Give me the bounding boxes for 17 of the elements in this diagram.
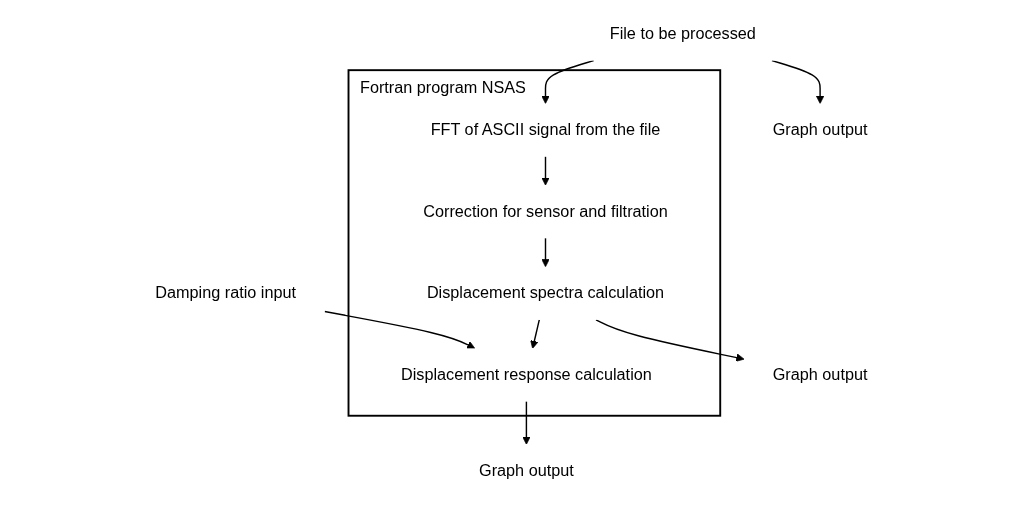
node-text: Displacement response calculation: [400, 365, 652, 384]
arrow: [521, 400, 531, 445]
node-text: FFT of ASCII signal from the file: [430, 120, 660, 139]
node-text: File to be processed: [609, 24, 756, 43]
arrow: [770, 59, 824, 104]
arrow: [323, 310, 475, 349]
arrow: [529, 319, 540, 349]
node-text: Graph output: [772, 365, 868, 384]
arrow: [594, 319, 745, 362]
node-text: Displacement spectra calculation: [426, 284, 664, 303]
node-text: Damping ratio input: [154, 284, 296, 303]
arrow: [540, 237, 550, 268]
node-text: Graph output: [478, 461, 574, 480]
arrow: [540, 59, 594, 104]
arrow: [540, 155, 550, 186]
node-text: Correction for sensor and filtration: [422, 202, 668, 221]
node-text: Graph output: [772, 120, 868, 139]
